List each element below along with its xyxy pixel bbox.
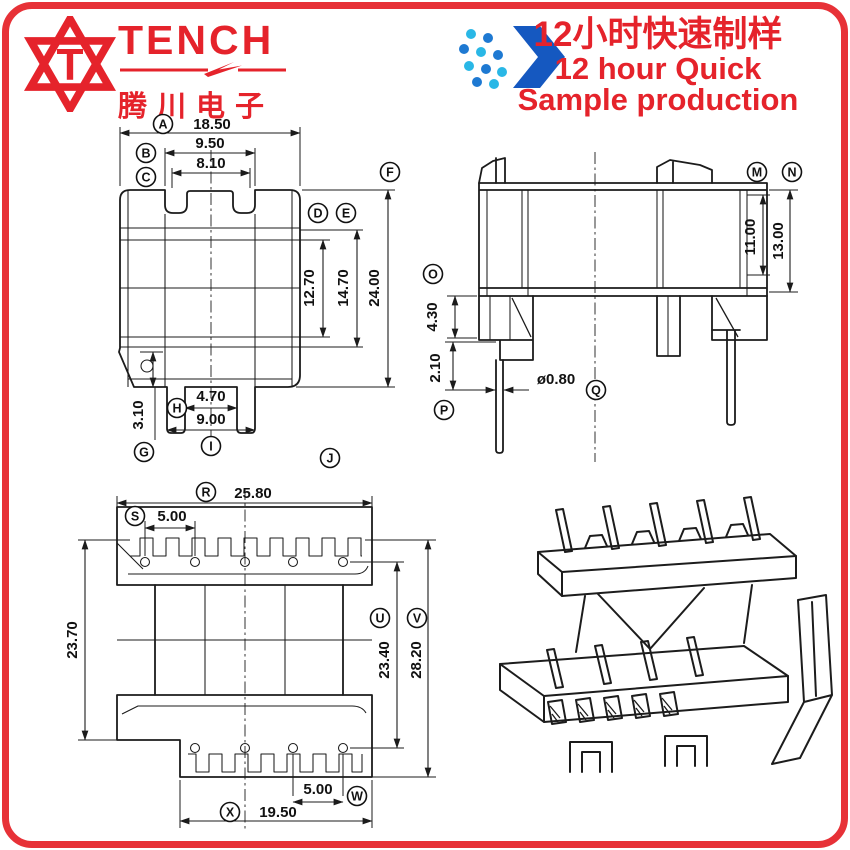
dim-value: 5.00 xyxy=(157,508,186,525)
dim-letter: W xyxy=(351,790,363,804)
dim-letter: I xyxy=(209,440,212,454)
dim-I: I 9.00 xyxy=(166,411,256,457)
dim-value: 3.10 xyxy=(130,400,147,429)
brand-block: TENCH 腾川电子 xyxy=(118,20,298,125)
dim-J: J xyxy=(319,447,341,469)
dim-value: 24.00 xyxy=(366,269,383,307)
isometric-3d-view xyxy=(499,496,833,773)
dim-value: 19.50 xyxy=(259,804,297,821)
dim-C: C 8.10 xyxy=(135,155,251,188)
lightning-underline-icon xyxy=(120,62,286,77)
dim-letter: E xyxy=(342,207,350,221)
side-part-outline xyxy=(478,152,768,462)
dim-letter: O xyxy=(428,268,438,282)
six-pointed-star-icon: T xyxy=(23,16,117,112)
promo-line-chinese: 12小时快速制样 xyxy=(533,15,783,54)
dim-value: ø0.80 xyxy=(537,371,575,388)
dim-M-11: M 11.00 xyxy=(742,161,770,276)
dim-2370: 23.70 xyxy=(64,539,130,741)
brand-name: TENCH xyxy=(118,17,275,63)
dim-letter: R xyxy=(201,486,210,500)
dim-A: A 18.50 xyxy=(119,113,301,186)
dim-letter: H xyxy=(172,402,181,416)
dim-F: F 24.00 xyxy=(296,161,401,388)
dim-value: 8.10 xyxy=(196,155,225,172)
promo-line-english-2: Sample production xyxy=(517,82,799,117)
dim-value: 9.50 xyxy=(195,135,224,152)
dim-letter: S xyxy=(131,510,139,524)
dim-letter: C xyxy=(141,171,150,185)
dim-value: 12.70 xyxy=(301,269,318,307)
dim-Q-080: ø0.80 Q xyxy=(470,371,607,401)
dim-N-13: N 13.00 xyxy=(769,161,803,293)
promo-text: 12小时快速制样 12 hour Quick Sample production xyxy=(480,15,836,117)
dim-value: 2.10 xyxy=(427,353,444,382)
dim-G: G 3.10 xyxy=(130,351,163,463)
dim-value: 13.00 xyxy=(770,222,787,260)
dim-value: 4.30 xyxy=(424,302,441,331)
dim-letter: M xyxy=(752,166,762,180)
dim-value: 5.00 xyxy=(303,781,332,798)
dim-value: 23.40 xyxy=(376,641,393,679)
dim-X: X 19.50 xyxy=(179,780,373,828)
dim-letter: P xyxy=(440,404,448,418)
dim-D: D 12.70 xyxy=(300,202,330,338)
dim-W: W 5.00 xyxy=(292,754,368,807)
bottom-part-outline xyxy=(116,488,373,832)
side-view-drawing: M 11.00 N 13.00 O 4.30 P 2.10 ø0.80 Q xyxy=(422,152,803,462)
dim-value: 23.70 xyxy=(64,621,81,659)
dim-value: 11.00 xyxy=(742,219,759,256)
dim-V: V 28.20 xyxy=(365,539,436,778)
dim-P-210: P 2.10 xyxy=(427,341,496,421)
dim-B: B 9.50 xyxy=(135,135,256,186)
comb-teeth-hatching xyxy=(549,697,673,723)
dim-letter: V xyxy=(413,612,422,626)
fast-forward-arrow-icon xyxy=(459,26,565,89)
brand-chinese-name: 腾川电子 xyxy=(118,91,275,123)
mount-hole xyxy=(140,359,154,373)
dim-letter: X xyxy=(226,806,235,820)
dim-letter: N xyxy=(787,166,796,180)
dim-R: R 25.80 xyxy=(116,481,373,510)
dim-value: 18.50 xyxy=(193,116,231,133)
dim-value: 25.80 xyxy=(234,485,272,502)
dim-letter: F xyxy=(386,166,394,180)
front-view-drawing: A 18.50 B 9.50 C 8.10 D 12.70 E 14.70 xyxy=(118,113,401,469)
dim-E: E 14.70 xyxy=(300,202,363,348)
dim-letter: A xyxy=(158,118,167,132)
dim-H: H 4.70 xyxy=(166,388,238,419)
dim-letter: U xyxy=(375,612,384,626)
dim-letter: G xyxy=(139,446,149,460)
dim-S: S 5.00 xyxy=(124,505,196,556)
promo-line-english-1: 12 hour Quick xyxy=(554,51,762,86)
dim-value: 14.70 xyxy=(335,269,352,307)
dim-value: 4.70 xyxy=(196,388,225,405)
dim-U: U 23.40 xyxy=(350,561,404,749)
dim-value: 9.00 xyxy=(196,411,225,428)
dim-O-430: O 4.30 xyxy=(422,263,477,339)
dim-value: 28.20 xyxy=(408,641,425,679)
bottom-view-drawing: R 25.80 S 5.00 23.70 U 23.40 V 28.20 xyxy=(64,481,436,832)
dim-letter: Q xyxy=(591,384,601,398)
dim-letter: D xyxy=(313,207,322,221)
logo-letter: T xyxy=(57,40,84,89)
dim-letter: J xyxy=(327,452,334,466)
dim-letter: B xyxy=(141,147,150,161)
